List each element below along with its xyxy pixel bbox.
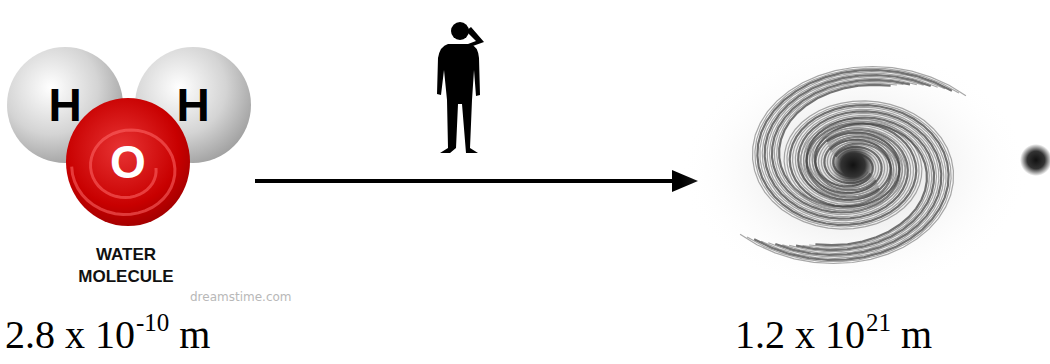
exponent: 21: [866, 309, 891, 336]
atom-symbol: O: [110, 139, 146, 185]
small-size-label: 2.8 x 10-10m: [5, 315, 210, 355]
spiral-arm: [747, 103, 951, 262]
large-size-label: 1.2 x 1021m: [735, 315, 932, 355]
measure-value: 1.2 x 10: [735, 312, 865, 357]
person-silhouette: [437, 22, 484, 153]
spiral-arm: [740, 101, 953, 264]
oxygen-atom: O: [66, 98, 190, 226]
galaxy-sketch: [680, 45, 1050, 295]
arrow: [255, 170, 698, 192]
unit: m: [179, 312, 210, 357]
atom-symbol: H: [48, 82, 81, 128]
galaxy-core: [831, 143, 875, 187]
measure-value: 2.8 x 10: [5, 312, 135, 357]
exponent: -10: [136, 309, 169, 336]
galaxy-core: [1020, 144, 1050, 176]
unit: m: [901, 312, 932, 357]
caption-label: WATER MOLECULE: [68, 244, 184, 288]
watermark: dreamstime.com: [190, 290, 292, 304]
spiral-arm: [796, 118, 934, 251]
atom-symbol: H: [176, 82, 209, 128]
